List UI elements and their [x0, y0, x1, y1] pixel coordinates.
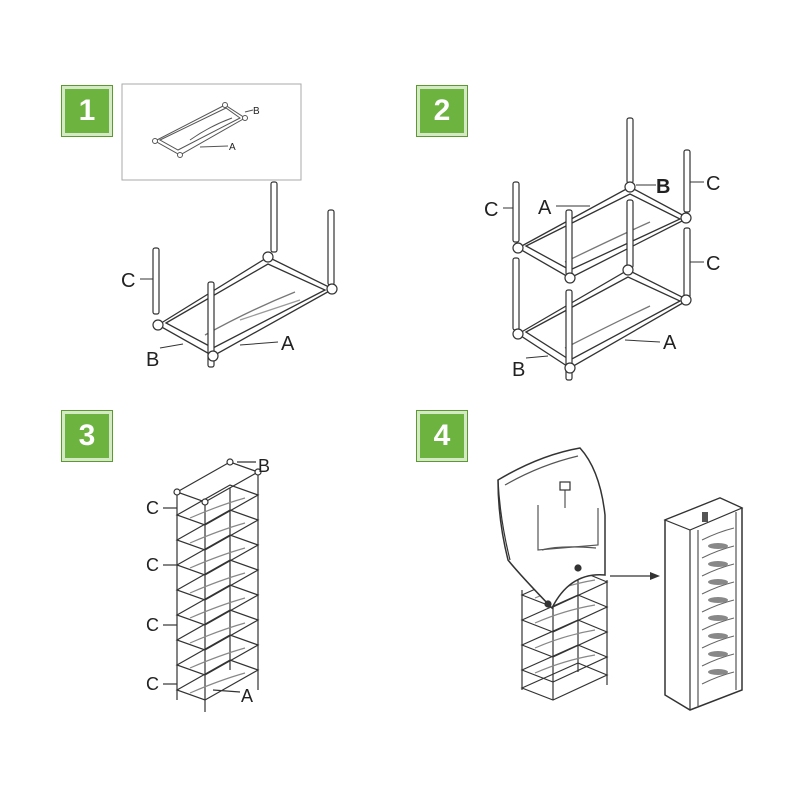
step-2-pole-c-top — [683, 149, 691, 213]
step-1-label-a: A — [281, 333, 295, 355]
step-3-label-c3: C — [146, 615, 159, 635]
step-1-diagram: B A C B A — [121, 83, 338, 371]
step-3-label-c4: C — [146, 674, 159, 694]
step-1-leaders — [140, 278, 279, 349]
step-2-pole-c-mid — [683, 227, 691, 299]
step-3-label-b: B — [258, 456, 270, 476]
step-2-label-c-mid: C — [706, 253, 720, 275]
step-2-label-c-left: C — [484, 199, 498, 221]
step-1-pole-right — [327, 209, 335, 286]
step-1-inset — [121, 83, 302, 181]
step-1-badge: 1 — [62, 86, 112, 136]
step-1-pole-c — [152, 247, 160, 315]
step-3-badge: 3 — [62, 411, 112, 461]
step-2-leaders — [503, 181, 704, 359]
step-3-diagram — [163, 458, 262, 712]
step-2-label-a: A — [538, 197, 552, 219]
step-1-connectors — [152, 251, 338, 362]
step-1-frame — [156, 256, 335, 357]
step-1-label-c: C — [121, 270, 135, 292]
step-2-pole-back-up — [626, 117, 634, 184]
step-3-label-a: A — [241, 686, 253, 706]
step-2-diagram: C A B C C B A — [484, 117, 720, 381]
step-2-label-a-bottom: A — [663, 332, 677, 354]
step-2-pole-back-low — [626, 199, 634, 269]
finished-rack — [663, 497, 744, 711]
step-2-label-c-top: C — [706, 173, 720, 195]
step-2-pole-front-up — [565, 209, 573, 276]
step-2-label-b-bottom: B — [512, 359, 525, 381]
step-4-badge: 4 — [417, 411, 467, 461]
step-1-pole-back — [270, 181, 278, 253]
step-2-pole-front-low — [565, 289, 573, 381]
step-2-connectors — [512, 181, 692, 374]
step-4-diagram — [497, 447, 744, 711]
step-1-pole-front — [207, 281, 215, 368]
step-2-label-b-top: B — [656, 176, 670, 198]
step-2-badge: 2 — [417, 86, 467, 136]
inset-shelf — [152, 102, 254, 158]
inset-label-a: A — [229, 142, 236, 153]
step-3-shelves — [175, 484, 260, 701]
fabric-cover — [497, 447, 606, 610]
step-2-pole-c-left — [512, 181, 520, 243]
step-1-label-b: B — [146, 349, 159, 371]
inset-label-b: B — [253, 106, 260, 117]
step-3-label-c2: C — [146, 555, 159, 575]
step-2-pole-left-low — [512, 257, 520, 331]
step-3-label-c1: C — [146, 498, 159, 518]
